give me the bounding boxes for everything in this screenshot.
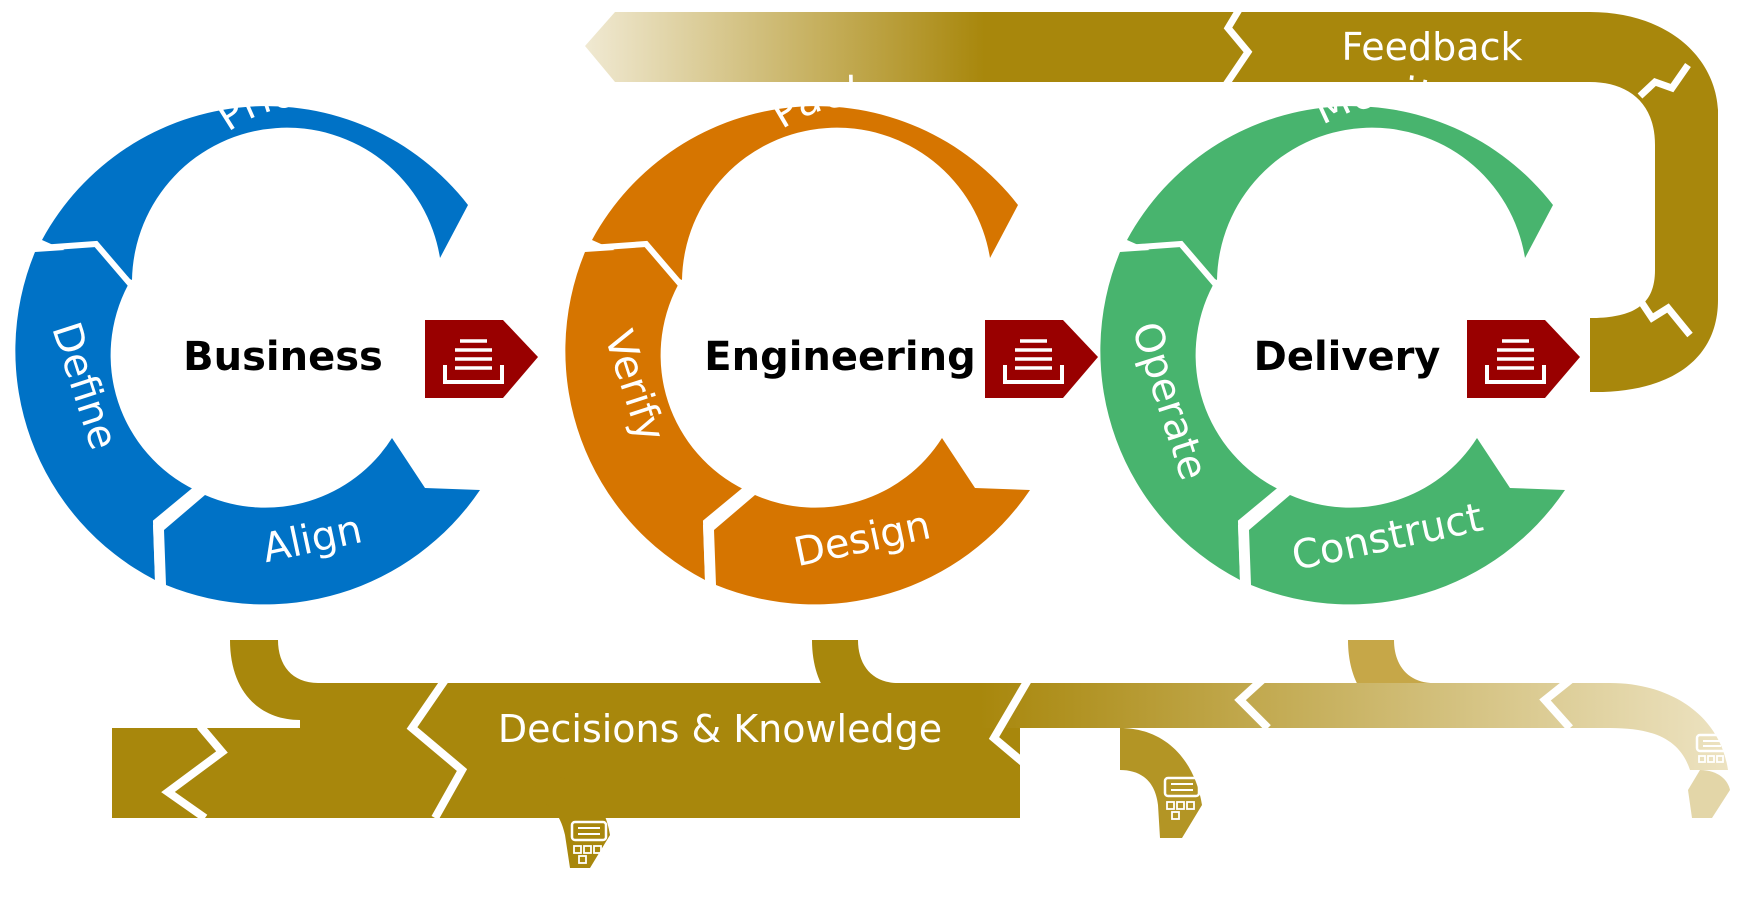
- decisions-label: Decisions & Knowledge: [498, 707, 942, 751]
- cycle-center-label: Engineering: [704, 334, 975, 380]
- segment-divider: [589, 240, 685, 288]
- feedback-break-top: [1222, 6, 1253, 88]
- segment-divider: [152, 485, 199, 583]
- storage-database-icon: [1163, 776, 1201, 820]
- storage-database-icon: [570, 820, 608, 864]
- cycle-ring: [565, 106, 1030, 605]
- decisions-branch-3: [1688, 770, 1730, 818]
- segment-top: [1127, 106, 1553, 280]
- document-stack-icon: [1467, 320, 1580, 398]
- segment-bottom: [1249, 438, 1565, 605]
- segment-divider: [1124, 240, 1220, 288]
- feedback-break-right-lower: [1637, 298, 1693, 338]
- cycle-engineering: Package Verify Design Engineering: [565, 69, 1098, 605]
- segment-divider: [39, 240, 135, 288]
- feedback-label: Feedback: [1342, 25, 1523, 69]
- decisions-break-mid-right: [988, 677, 1041, 779]
- segment-bottom: [714, 438, 1030, 605]
- document-stack-icon: [985, 320, 1098, 398]
- decisions-break-right: [1234, 677, 1271, 731]
- segment-label-top: Prioritize: [209, 69, 411, 141]
- segment-left: [565, 248, 745, 580]
- decisions-band-main: [112, 728, 1020, 818]
- cycle-center-label: Business: [183, 334, 383, 380]
- feedback-band: Feedback: [585, 6, 1718, 392]
- cycle-ring: [15, 106, 480, 605]
- segment-bottom: [164, 438, 480, 605]
- cycle-business: Prioritize Define Align Business: [15, 69, 538, 605]
- segment-left: [15, 248, 196, 580]
- decisions-branch-2: [1120, 728, 1202, 838]
- decisions-band-upper: [300, 683, 1728, 770]
- feedback-arrow-body: [585, 12, 1718, 392]
- storage-database-icon: [1695, 733, 1729, 763]
- decisions-break-left: [161, 723, 228, 822]
- feedback-break-right-upper: [1637, 63, 1691, 99]
- segment-top: [592, 106, 1018, 280]
- segment-top: [42, 106, 468, 280]
- decisions-break-far-right: [1539, 676, 1573, 731]
- decisions-band: Decisions & Knowledge: [112, 640, 1730, 868]
- cycle-center-label: Delivery: [1254, 334, 1441, 380]
- cycle-delivery: Monitor Operate Construct Delivery: [1100, 69, 1580, 605]
- cycle-ring: [1100, 106, 1565, 605]
- document-stack-icon: [425, 320, 538, 398]
- segment-divider: [1237, 485, 1284, 583]
- decisions-break-mid-left: [406, 677, 468, 820]
- segment-divider: [702, 485, 749, 583]
- decisions-branch-1: [530, 775, 610, 868]
- segment-left: [1100, 248, 1280, 580]
